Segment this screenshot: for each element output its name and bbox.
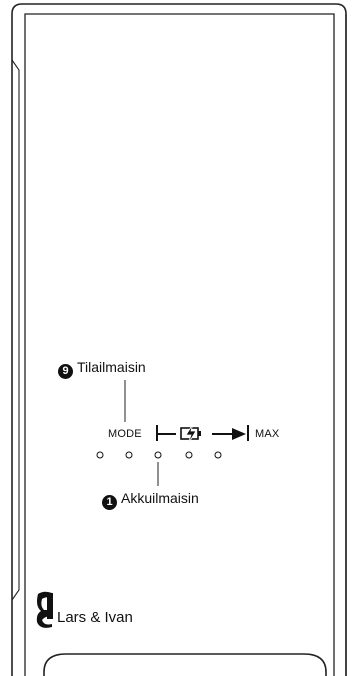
- indicator-leds: [96, 451, 222, 459]
- callout-1-battery-indicator: 1 Akkuilmaisin: [102, 491, 199, 510]
- side-groove-left: [11, 59, 20, 601]
- callout-9-mode-indicator: 9 Tilailmaisin: [58, 360, 146, 379]
- led-1: [96, 451, 104, 459]
- led-3: [154, 451, 162, 459]
- led-4: [185, 451, 193, 459]
- callout-9-label: Tilailmaisin: [77, 359, 146, 375]
- device-body: [11, 3, 347, 676]
- callout-1-number: 1: [102, 495, 117, 510]
- led-2: [125, 451, 133, 459]
- callout-9-number: 9: [58, 364, 73, 379]
- max-label: MAX: [255, 428, 280, 440]
- range-arrow-head: [232, 428, 246, 440]
- callout-1-label: Akkuilmaisin: [121, 490, 199, 506]
- led-5: [214, 451, 222, 459]
- brand-logo-icon: [36, 591, 53, 628]
- brand-name: Lars & Ivan: [57, 609, 133, 626]
- front-panel: [24, 13, 335, 676]
- battery-charging-icon: [180, 423, 201, 445]
- base-arch: [43, 653, 327, 676]
- mode-label: MODE: [108, 428, 142, 440]
